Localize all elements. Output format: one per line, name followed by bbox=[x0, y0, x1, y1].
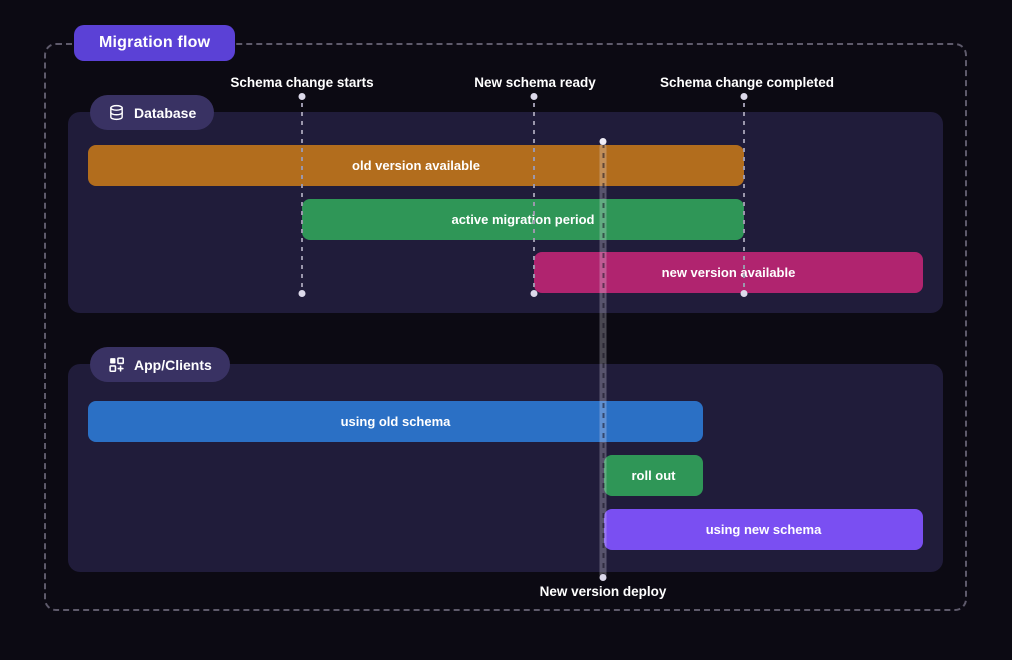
app-clients-section-badge: App/Clients bbox=[90, 347, 230, 382]
milestone-guide-line bbox=[301, 103, 303, 288]
milestone-dot bbox=[298, 290, 306, 297]
bar-label: active migration period bbox=[451, 212, 595, 227]
bar-label: using old schema bbox=[340, 414, 451, 429]
deploy-line-dot bbox=[599, 574, 607, 581]
milestone-label-schema-change-starts: Schema change starts bbox=[230, 75, 374, 90]
milestone-label-new-schema-ready: New schema ready bbox=[474, 75, 596, 90]
milestone-guide-line bbox=[743, 103, 745, 288]
milestone-dot bbox=[530, 290, 538, 297]
deploy-line-dashes bbox=[602, 143, 604, 578]
milestone-guide-line bbox=[533, 103, 535, 288]
deploy-line-dot bbox=[599, 138, 607, 145]
bar-label: new version available bbox=[661, 265, 796, 280]
bar-old-version-available: old version available bbox=[88, 145, 744, 186]
milestone-label-new-version-deploy: New version deploy bbox=[539, 584, 667, 599]
bar-roll-out: roll out bbox=[604, 455, 703, 496]
bar-label: roll out bbox=[631, 468, 676, 483]
bar-label: using new schema bbox=[705, 522, 822, 537]
bar-using-new-schema: using new schema bbox=[604, 509, 923, 550]
apps-plus-icon bbox=[108, 356, 125, 373]
bar-label: old version available bbox=[352, 158, 480, 173]
milestone-dot bbox=[298, 93, 306, 100]
app-clients-section-label: App/Clients bbox=[134, 356, 212, 373]
milestone-dot bbox=[530, 93, 538, 100]
deploy-line bbox=[599, 143, 607, 578]
database-section-badge: Database bbox=[90, 95, 215, 130]
bar-active-migration-period: active migration period bbox=[302, 199, 744, 240]
bar-new-version-available: new version available bbox=[534, 252, 923, 293]
diagram-title: Migration flow bbox=[99, 34, 211, 51]
database-section-label: Database bbox=[134, 104, 197, 121]
database-icon bbox=[108, 104, 125, 121]
milestone-dot bbox=[740, 290, 748, 297]
milestone-dot bbox=[740, 93, 748, 100]
milestone-label-schema-change-completed: Schema change completed bbox=[659, 75, 835, 90]
bar-using-old-schema: using old schema bbox=[88, 401, 703, 442]
diagram-title-badge: Migration flow bbox=[74, 25, 236, 61]
diagram-dashed-frame bbox=[44, 43, 967, 611]
